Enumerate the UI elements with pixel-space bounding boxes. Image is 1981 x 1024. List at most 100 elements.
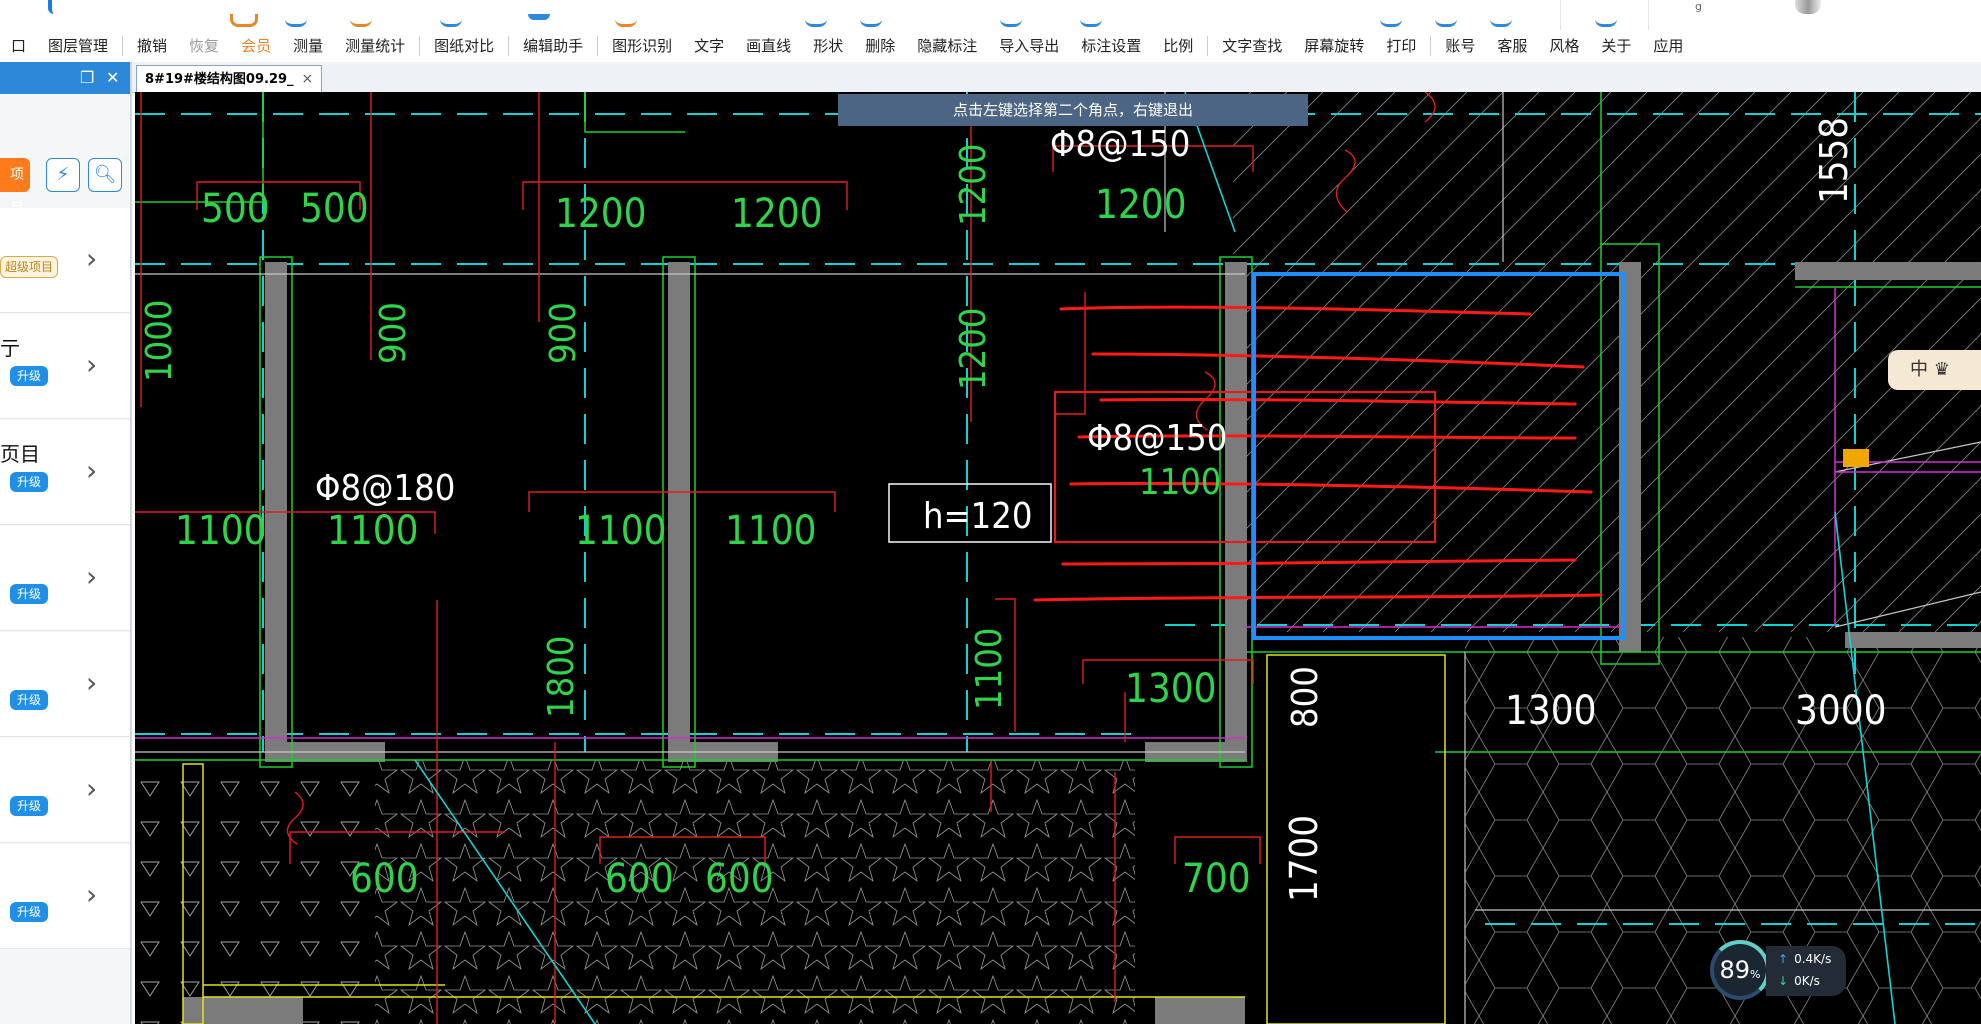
- toolbar-item-edit-helper[interactable]: 编辑助手: [523, 37, 584, 55]
- upgrade-badge[interactable]: 升级: [10, 472, 49, 492]
- toolbar-hint-text: g: [1695, 0, 1702, 13]
- toolbar-item-shape[interactable]: 形状: [813, 37, 844, 55]
- project-button[interactable]: 项目: [0, 158, 30, 217]
- toolbar-item-layer-manager[interactable]: 图层管理: [48, 37, 109, 55]
- node-marker: [1843, 449, 1869, 467]
- toolbar-item-window[interactable]: 口: [11, 37, 27, 55]
- chevron-right-icon[interactable]: ›: [86, 454, 98, 487]
- toolbar-item-shape-recognition[interactable]: 图形识别: [612, 37, 673, 55]
- chevron-right-icon[interactable]: ›: [86, 242, 98, 275]
- toolbar-item-account[interactable]: 账号: [1445, 37, 1476, 55]
- close-icon[interactable]: ✕: [106, 68, 120, 87]
- toolbar-divider: [1560, 0, 1561, 30]
- tab-label: 8#19#楼结构图09.29_: [145, 72, 294, 87]
- dim-1300-b: 1300: [1505, 688, 1597, 734]
- red-marker-strokes: [1033, 305, 1603, 602]
- toolbar-item-print[interactable]: 打印: [1386, 37, 1417, 55]
- search-icon[interactable]: 🔍︎: [88, 158, 122, 192]
- dim-600-a: 600: [350, 856, 419, 902]
- upgrade-badge[interactable]: 升级: [10, 584, 49, 604]
- toolbar-item-annotation-settings[interactable]: 标注设置: [1081, 37, 1142, 55]
- toolbar-item-delete[interactable]: 删除: [865, 37, 896, 55]
- toolbar-item-screen-rotate[interactable]: 屏幕旋转: [1304, 37, 1365, 55]
- restore-window-icon[interactable]: ❐: [80, 68, 95, 87]
- toolbar-item-about[interactable]: 关于: [1601, 37, 1632, 55]
- dimension-lines: [135, 92, 1436, 1024]
- toolbar-item-undo[interactable]: 撤销: [137, 37, 168, 55]
- list-item[interactable]: 亍 升级 ›: [0, 314, 130, 419]
- ime-floating-toolbar[interactable]: 中 ♛: [1888, 350, 1981, 390]
- list-item[interactable]: 升级 ›: [0, 526, 130, 631]
- list-item[interactable]: 超级项目 ›: [0, 208, 130, 313]
- list-item[interactable]: 升级 ›: [0, 738, 130, 843]
- account-icon[interactable]: [1435, 14, 1457, 27]
- toolbar-item-support[interactable]: 客服: [1497, 37, 1528, 55]
- dim-1200-a: 1200: [555, 191, 647, 237]
- toolbar-item-measure-stats[interactable]: 测量统计: [345, 37, 406, 55]
- toolbar-item-measure[interactable]: 测量: [293, 37, 324, 55]
- toolbar-item-import-export[interactable]: 导入导出: [999, 37, 1060, 55]
- toolbar-icon-strip: g: [0, 0, 1981, 30]
- toolbar-menu: 口 图层管理 撤销 恢复 会员 测量 测量统计 图纸对比 编辑助手 图形识别 文…: [0, 34, 1694, 58]
- about-icon[interactable]: [1595, 14, 1617, 27]
- shape-recognition-icon[interactable]: [615, 14, 637, 27]
- dim-1200-c: 1200: [1095, 182, 1187, 228]
- list-item[interactable]: 升级 ›: [0, 632, 130, 737]
- upgrade-badge[interactable]: 升级: [10, 796, 49, 816]
- network-usage-percent-unit: %: [1750, 968, 1761, 981]
- compare-icon[interactable]: [440, 14, 462, 27]
- toolbar-separator: [122, 36, 124, 56]
- toolbar-item-draw-line[interactable]: 画直线: [746, 37, 792, 55]
- download-speed: ↓0K/s: [1778, 974, 1820, 988]
- chevron-right-icon[interactable]: ›: [86, 878, 98, 911]
- shape-icon[interactable]: [805, 14, 827, 27]
- slab-thickness-label: h=120: [923, 496, 1032, 537]
- chevron-right-icon[interactable]: ›: [86, 560, 98, 593]
- toolbar-item-member[interactable]: 会员: [241, 37, 272, 55]
- network-usage-percent: 89: [1719, 956, 1751, 984]
- toolbar-item-text-search[interactable]: 文字查找: [1222, 37, 1283, 55]
- upgrade-badge[interactable]: 升级: [10, 902, 49, 922]
- sync-icon[interactable]: ⚡: [46, 158, 80, 192]
- chevron-right-icon[interactable]: ›: [86, 666, 98, 699]
- dim-600-c: 600: [705, 856, 774, 902]
- upload-speed-unit: K/s: [1813, 952, 1832, 966]
- edit-helper-icon[interactable]: [528, 14, 550, 20]
- cad-drawing-canvas[interactable]: 500 500 1200 1200 1200 Φ8@150 Φ8@180 Φ8@…: [135, 92, 1981, 1024]
- download-speed-value: 0: [1794, 974, 1802, 988]
- user-avatar[interactable]: [1795, 0, 1821, 14]
- measure-stats-icon[interactable]: [350, 14, 372, 27]
- toolbar-item-style[interactable]: 风格: [1549, 37, 1580, 55]
- selection-rectangle: [1252, 272, 1625, 640]
- dim-1200-vertical-mid: 1200: [953, 308, 994, 390]
- upgrade-badge[interactable]: 升级: [10, 366, 49, 386]
- toolbar-separator: [419, 36, 421, 56]
- dim-1300-a: 1300: [1125, 666, 1217, 712]
- chevron-right-icon[interactable]: ›: [86, 348, 98, 381]
- toolbar-separator: [508, 36, 510, 56]
- member-crown-icon[interactable]: [230, 14, 258, 27]
- close-tab-icon[interactable]: ×: [301, 71, 314, 87]
- print-icon[interactable]: [1380, 14, 1402, 27]
- measure-icon[interactable]: [285, 14, 307, 27]
- delete-icon[interactable]: [860, 14, 882, 27]
- import-export-icon[interactable]: [1000, 14, 1022, 27]
- list-item[interactable]: 页目 升级 ›: [0, 420, 130, 525]
- toolbar-separator: [597, 36, 599, 56]
- dim-1100-vertical: 1100: [969, 628, 1010, 710]
- toolbar-item-hide-annotations[interactable]: 隐藏标注: [917, 37, 978, 55]
- toolbar-item-redo[interactable]: 恢复: [189, 37, 220, 55]
- toolbar-item-drawing-compare[interactable]: 图纸对比: [434, 37, 495, 55]
- tab-drawing[interactable]: 8#19#楼结构图09.29_ ×: [136, 65, 323, 92]
- toolbar-item-scale[interactable]: 比例: [1163, 37, 1194, 55]
- document-tab-bar: 8#19#楼结构图09.29_ ×: [132, 62, 1981, 93]
- network-monitor-widget[interactable]: 89% ↑0.4K/s ↓0K/s: [1710, 940, 1846, 1004]
- list-item[interactable]: 升级 ›: [0, 844, 130, 949]
- chevron-right-icon[interactable]: ›: [86, 772, 98, 805]
- support-icon[interactable]: [1490, 14, 1512, 27]
- annotation-settings-icon[interactable]: [1080, 14, 1102, 27]
- toolbar-item-apps[interactable]: 应用: [1653, 37, 1684, 55]
- toolbar-item-text[interactable]: 文字: [694, 37, 725, 55]
- main-toolbar: g 口 图层管理 撤销 恢复 会员 测量 测量统计 图纸对比 编辑助手 图形识别…: [0, 0, 1981, 63]
- upgrade-badge[interactable]: 升级: [10, 690, 49, 710]
